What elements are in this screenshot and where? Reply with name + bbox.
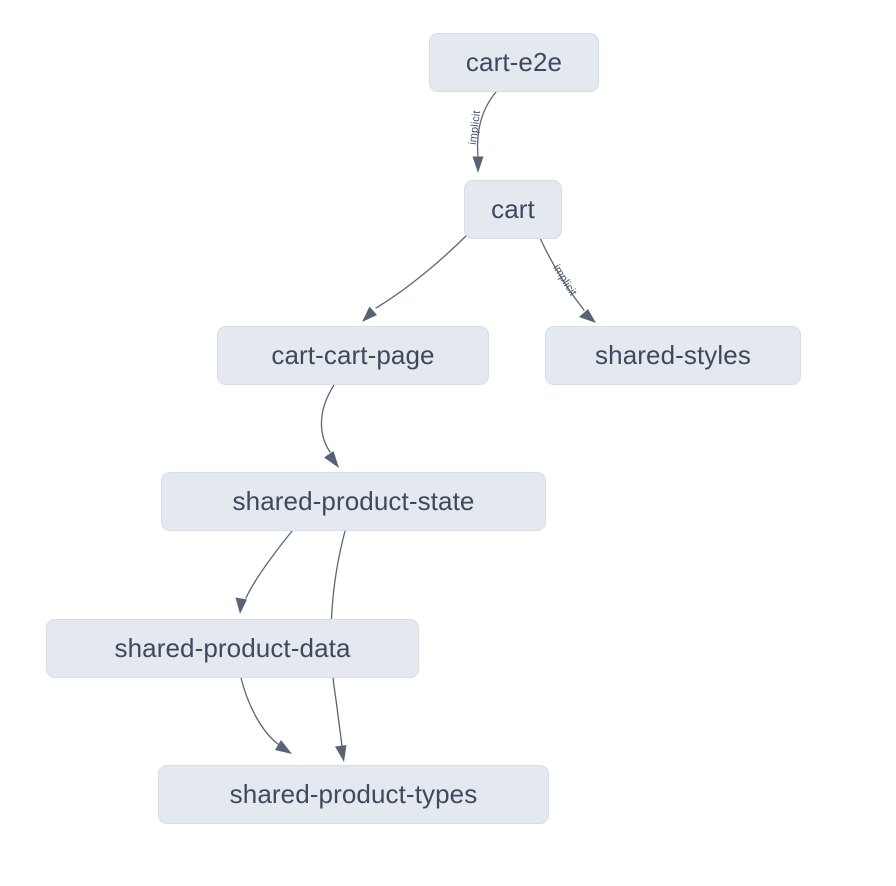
arrowhead-icon [362, 306, 377, 322]
edge-label-implicit-1: implicit [467, 110, 483, 146]
edge-shared-product-data-to-shared-product-types[interactable] [240, 677, 292, 754]
edge-path [476, 91, 497, 157]
node-label: cart [491, 193, 535, 224]
edge-shared-product-state-to-shared-product-data[interactable] [235, 530, 293, 614]
arrowhead-icon [579, 309, 596, 323]
node-shared-product-types[interactable]: shared-product-types [158, 765, 549, 824]
edge-path [375, 233, 469, 309]
edge-cart-cart-page-to-shared-product-state[interactable] [320, 384, 339, 468]
node-label: shared-product-state [232, 485, 475, 516]
node-cart-e2e[interactable]: cart-e2e [429, 33, 599, 92]
arrowhead-icon [335, 745, 347, 762]
edge-path [320, 384, 335, 453]
node-shared-styles[interactable]: shared-styles [545, 326, 801, 385]
edge-path [539, 237, 585, 311]
node-label: cart-e2e [465, 46, 563, 77]
arrowhead-icon [324, 451, 339, 468]
node-label: shared-product-data [114, 632, 351, 663]
arrowhead-icon [275, 740, 292, 754]
node-cart[interactable]: cart [464, 180, 562, 239]
node-label: shared-product-types [229, 778, 478, 809]
node-label: cart-cart-page [271, 339, 435, 370]
edge-path [240, 677, 279, 745]
edge-path [245, 530, 293, 599]
node-shared-product-data[interactable]: shared-product-data [46, 619, 419, 678]
arrowhead-icon [235, 597, 247, 614]
node-label: shared-styles [595, 339, 751, 370]
node-shared-product-state[interactable]: shared-product-state [161, 472, 546, 531]
edge-cart-e2e-to-cart[interactable]: implicit [467, 91, 497, 173]
node-cart-cart-page[interactable]: cart-cart-page [217, 326, 489, 385]
arrowhead-icon [472, 156, 484, 173]
edge-cart-to-cart-cart-page[interactable] [362, 233, 469, 322]
